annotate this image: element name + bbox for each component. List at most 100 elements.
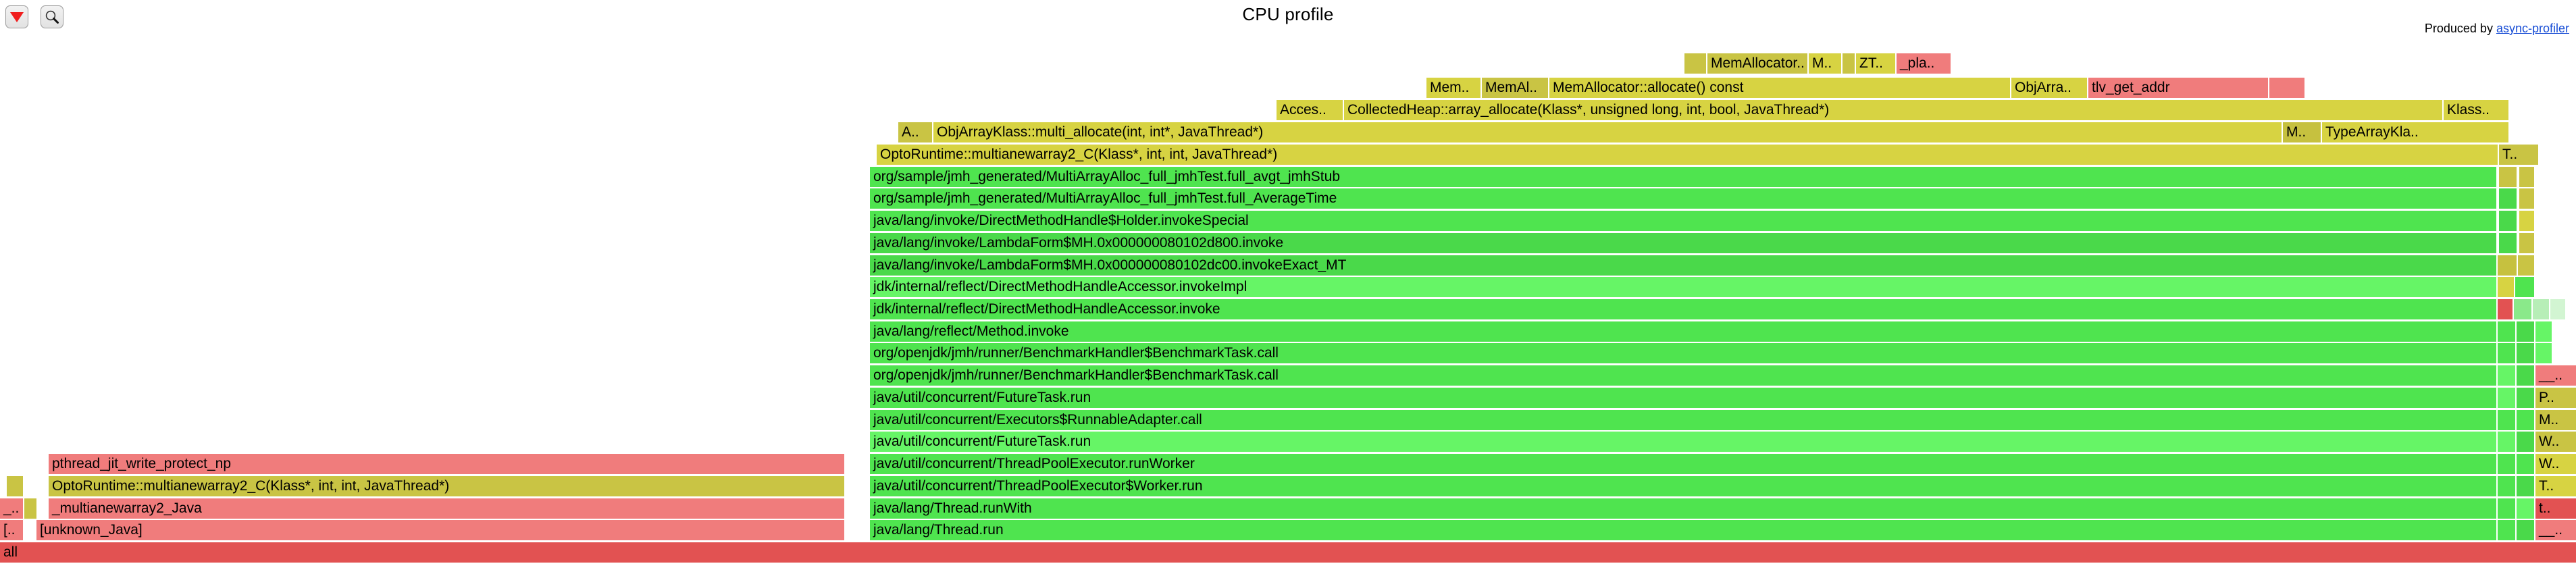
flame-frame[interactable]: [2517, 388, 2534, 408]
flame-frame[interactable]: [2550, 299, 2565, 319]
flame-frame[interactable]: [2517, 454, 2534, 474]
flame-frame[interactable]: [2269, 78, 2304, 98]
flame-frame[interactable]: W..: [2535, 432, 2576, 452]
flame-frame[interactable]: [2517, 365, 2534, 386]
flame-frame[interactable]: _multianewarray2_Java: [49, 498, 844, 519]
flame-frame[interactable]: MemAllocator..: [1707, 53, 1807, 74]
flame-frame[interactable]: T..: [2535, 476, 2576, 496]
flame-frame[interactable]: [2498, 277, 2514, 297]
flame-frame[interactable]: [2514, 299, 2531, 319]
flame-frame[interactable]: _pla..: [1897, 53, 1951, 74]
flame-frame[interactable]: java/lang/invoke/DirectMethodHandle$Hold…: [870, 211, 2496, 231]
flame-frame[interactable]: org/sample/jmh_generated/MultiArrayAlloc…: [870, 167, 2496, 187]
search-button[interactable]: [41, 5, 63, 28]
flame-frame[interactable]: all: [0, 542, 2576, 563]
flame-frame[interactable]: [2517, 498, 2534, 519]
flame-frame[interactable]: [2498, 410, 2515, 430]
flame-frame[interactable]: [2498, 255, 2517, 276]
flame-frame[interactable]: [2517, 321, 2534, 342]
flame-frame[interactable]: [2535, 343, 2552, 363]
flame-frame[interactable]: [unknown_Java]: [36, 520, 844, 540]
flame-frame[interactable]: java/lang/Thread.run: [870, 520, 2496, 540]
flame-frame[interactable]: TypeArrayKla..: [2322, 122, 2508, 142]
flame-frame[interactable]: [2499, 211, 2517, 231]
flame-frame[interactable]: [2498, 498, 2515, 519]
flame-frame[interactable]: [2518, 255, 2534, 276]
credit-text: Produced by async-profiler: [2425, 22, 2569, 36]
flame-frame[interactable]: [2499, 167, 2517, 187]
flame-frame[interactable]: [2498, 432, 2515, 452]
flame-frame[interactable]: [2498, 454, 2515, 474]
flame-frame[interactable]: MemAllocator::allocate() const: [1549, 78, 2010, 98]
flame-frame[interactable]: T..: [2499, 145, 2538, 165]
flame-frame[interactable]: ZT..: [1856, 53, 1895, 74]
flame-frame[interactable]: ObjArra..: [2011, 78, 2087, 98]
flame-frame[interactable]: Klass..: [2444, 100, 2508, 120]
flame-frame[interactable]: [2498, 520, 2515, 540]
flame-frame[interactable]: java/util/concurrent/ThreadPoolExecutor$…: [870, 476, 2496, 496]
flame-frame[interactable]: A..: [898, 122, 932, 142]
flame-frame[interactable]: java/lang/invoke/LambdaForm$MH.0x0000000…: [870, 233, 2496, 253]
flame-frame[interactable]: [2519, 211, 2534, 231]
flame-frame[interactable]: [2498, 299, 2513, 319]
flame-frame[interactable]: pthread_jit_write_protect_np: [49, 454, 844, 474]
flame-frame[interactable]: [2517, 476, 2534, 496]
flame-frame[interactable]: jdk/internal/reflect/DirectMethodHandleA…: [870, 299, 2496, 319]
flame-frame[interactable]: Mem..: [1426, 78, 1480, 98]
flame-frame[interactable]: [2499, 188, 2517, 209]
flame-frame[interactable]: [2517, 432, 2534, 452]
flame-frame[interactable]: [2498, 476, 2515, 496]
flame-frame[interactable]: [1843, 53, 1855, 74]
flame-frame[interactable]: Acces..: [1277, 100, 1343, 120]
flame-frame[interactable]: [2517, 520, 2534, 540]
flame-frame[interactable]: CollectedHeap::array_allocate(Klass*, un…: [1344, 100, 2442, 120]
flame-frame[interactable]: [2517, 343, 2534, 363]
flame-frame[interactable]: OptoRuntime::multianewarray2_C(Klass*, i…: [877, 145, 2498, 165]
flame-frame[interactable]: W..: [2535, 454, 2576, 474]
flame-frame[interactable]: [7, 476, 23, 496]
flame-frame[interactable]: [1684, 53, 1706, 74]
magnifier-icon: [45, 10, 59, 24]
flame-frame[interactable]: [2515, 277, 2534, 297]
async-profiler-link[interactable]: async-profiler: [2496, 22, 2569, 35]
flame-frame[interactable]: __..: [2535, 520, 2576, 540]
flame-frame[interactable]: org/openjdk/jmh/runner/BenchmarkHandler$…: [870, 365, 2496, 386]
flame-frame[interactable]: java/util/concurrent/ThreadPoolExecutor.…: [870, 454, 2496, 474]
flame-frame[interactable]: _..: [0, 498, 23, 519]
flame-frame[interactable]: OptoRuntime::multianewarray2_C(Klass*, i…: [49, 476, 844, 496]
flame-frame[interactable]: [2498, 365, 2515, 386]
flame-frame[interactable]: [..: [0, 520, 23, 540]
flame-frame[interactable]: M..: [2535, 410, 2576, 430]
flame-frame[interactable]: ObjArrayKlass::multi_allocate(int, int*,…: [933, 122, 2282, 142]
flame-frame[interactable]: [2533, 299, 2549, 319]
reset-zoom-button[interactable]: [5, 5, 28, 28]
flame-frame[interactable]: [2517, 410, 2534, 430]
page-title: CPU profile: [1242, 4, 1334, 24]
flame-frame[interactable]: t..: [2535, 498, 2576, 519]
flame-frame[interactable]: [2498, 388, 2515, 408]
flame-frame[interactable]: __..: [2535, 365, 2576, 386]
flame-frame[interactable]: [2498, 343, 2515, 363]
flame-frame[interactable]: M..: [1809, 53, 1841, 74]
flame-frame[interactable]: P..: [2535, 388, 2576, 408]
flame-frame[interactable]: jdk/internal/reflect/DirectMethodHandleA…: [870, 277, 2496, 297]
flame-frame[interactable]: [2498, 321, 2515, 342]
flame-frame[interactable]: [24, 498, 36, 519]
flame-frame[interactable]: [2519, 167, 2534, 187]
triangle-down-icon: [10, 11, 24, 22]
flame-frame[interactable]: java/lang/invoke/LambdaForm$MH.0x0000000…: [870, 255, 2496, 276]
flame-frame[interactable]: org/sample/jmh_generated/MultiArrayAlloc…: [870, 188, 2496, 209]
flame-frame[interactable]: M..: [2283, 122, 2321, 142]
flame-frame[interactable]: java/lang/Thread.runWith: [870, 498, 2496, 519]
flame-frame[interactable]: java/lang/reflect/Method.invoke: [870, 321, 2496, 342]
flame-frame[interactable]: tlv_get_addr: [2088, 78, 2268, 98]
flame-frame[interactable]: org/openjdk/jmh/runner/BenchmarkHandler$…: [870, 343, 2496, 363]
flame-frame[interactable]: java/util/concurrent/Executors$RunnableA…: [870, 410, 2496, 430]
flame-frame[interactable]: java/util/concurrent/FutureTask.run: [870, 432, 2496, 452]
flame-frame[interactable]: [2519, 233, 2534, 253]
flame-frame[interactable]: java/util/concurrent/FutureTask.run: [870, 388, 2496, 408]
flame-frame[interactable]: [2535, 321, 2552, 342]
flame-frame[interactable]: [2519, 188, 2534, 209]
flame-frame[interactable]: MemAl..: [1482, 78, 1548, 98]
flame-frame[interactable]: [2499, 233, 2517, 253]
